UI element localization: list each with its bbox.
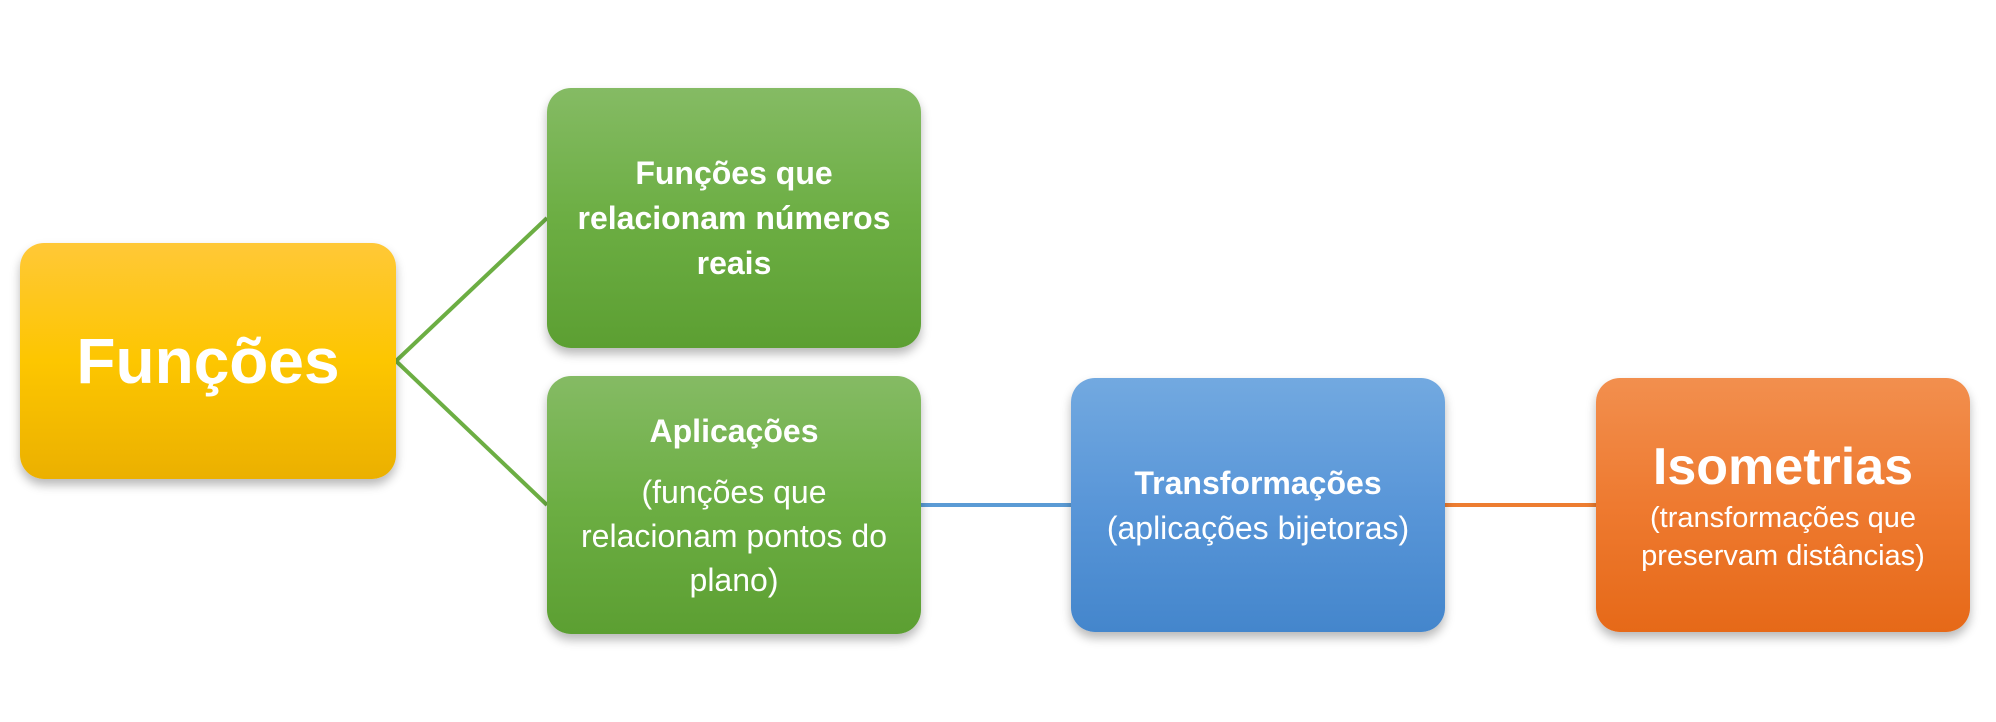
node-aplicacoes: Aplicações (funções que relacionam ponto… (547, 376, 921, 634)
node-isometrias: Isometrias (transformações que preservam… (1596, 378, 1970, 632)
connector-funcoes-aplicacoes (394, 359, 549, 507)
node-transformacoes-subtitle: (aplicações bijetoras) (1106, 509, 1410, 546)
node-transformacoes-title: Transformações (1134, 464, 1382, 501)
node-transformacoes: Transformações (aplicações bijetoras) (1071, 378, 1445, 632)
node-isometrias-subtitle: (transformações que preservam distâncias… (1641, 502, 1925, 572)
node-funcoes-numeros-reais: Funções que relacionam números reais (547, 88, 921, 348)
node-funcoes: Funções (20, 243, 396, 479)
node-isometrias-title: Isometrias (1652, 438, 1914, 496)
node-aplicacoes-subtitle: (funções que relacionam pontos do plano) (581, 473, 887, 598)
node-funcoes-title: Funções (76, 325, 340, 397)
node-funcoes-numeros-reais-title: Funções que relacionam números reais (577, 154, 891, 281)
connector-funcoes-reais (394, 216, 549, 363)
node-aplicacoes-title: Aplicações (649, 412, 819, 449)
